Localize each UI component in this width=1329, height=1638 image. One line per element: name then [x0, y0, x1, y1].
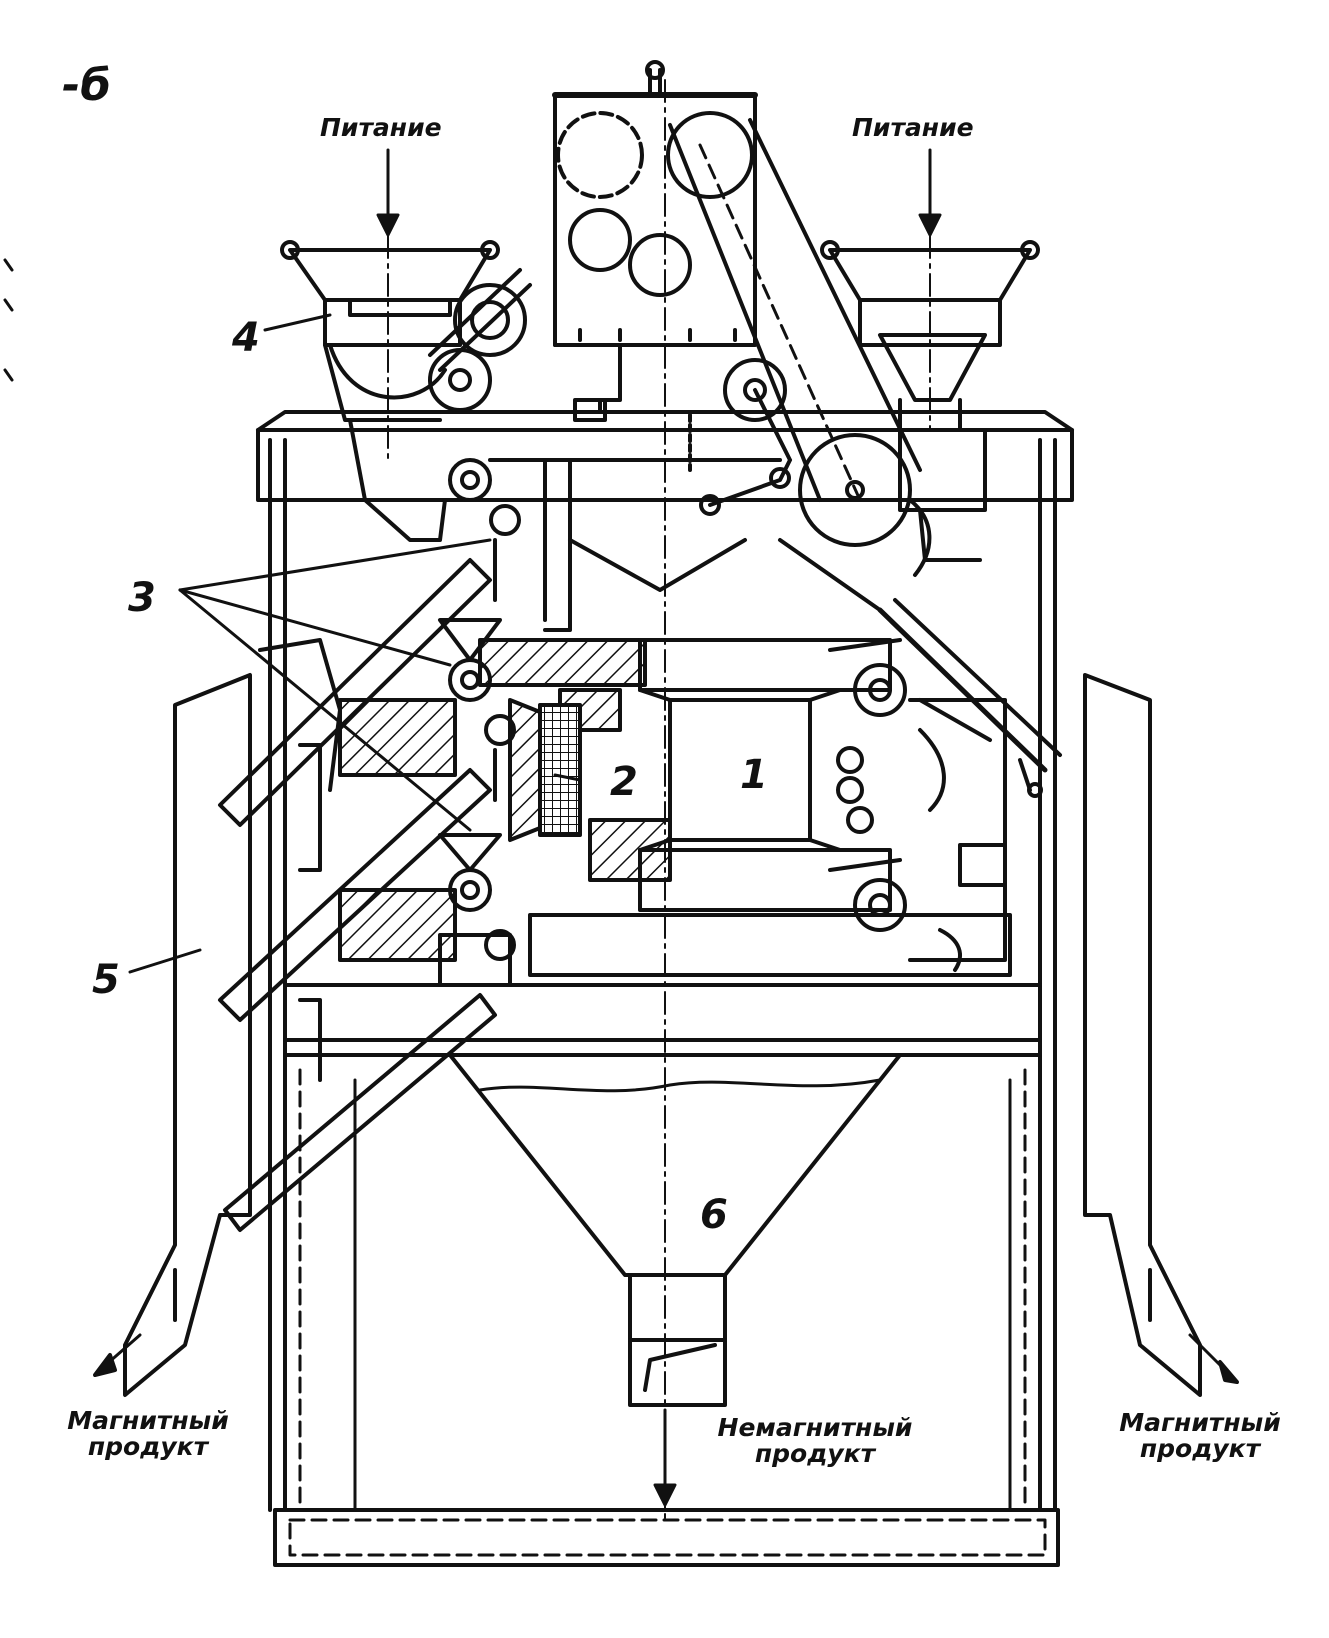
part-number-6: 6: [700, 1192, 728, 1238]
magnetic-product-label-right: Магнитный продукт: [1119, 1408, 1281, 1464]
mesh-element: [538, 703, 582, 837]
leader-lines: [128, 313, 582, 974]
rollers-left: [438, 458, 521, 987]
feed-hopper-left: [280, 240, 532, 542]
feed-label-left: Питание: [320, 113, 442, 142]
upper-funnel: [488, 458, 882, 632]
nonmagnetic-product-label: Немагнитный продукт: [717, 1413, 913, 1469]
part-number-1: 1: [740, 752, 768, 798]
machine-frame: [256, 410, 1074, 1567]
drive-belt: [668, 118, 932, 577]
part-number-3: 3: [128, 575, 156, 621]
panel-label: -б: [62, 60, 111, 111]
product-chutes: [218, 558, 1062, 1232]
part-number-2: 2: [610, 759, 638, 805]
drive-housing: [552, 60, 758, 422]
feed-hopper-right: [820, 240, 1040, 562]
feed-label-right: Питание: [852, 113, 974, 142]
magnetic-discharge-left: [93, 673, 252, 1397]
rollers-right: [836, 663, 1043, 972]
flow-arrows: [376, 148, 942, 1507]
edge-marks: [3, 258, 14, 382]
part-number-5: 5: [92, 957, 120, 1003]
magnetic-discharge-right: [1083, 673, 1239, 1397]
part-number-4: 4: [232, 315, 260, 361]
nonmagnetic-hopper: [448, 1053, 902, 1407]
magnetic-product-label-left: Магнитный продукт: [67, 1406, 229, 1462]
